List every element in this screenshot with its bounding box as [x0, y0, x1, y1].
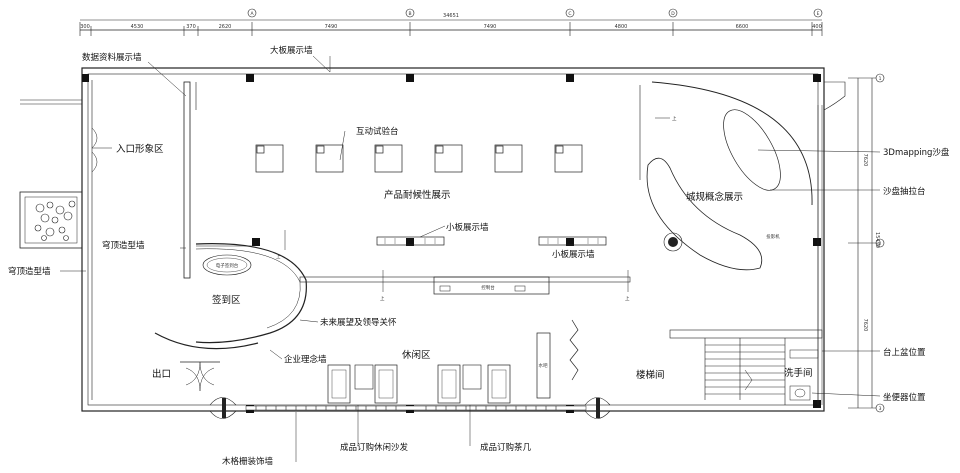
dim-total: 34651 [443, 13, 459, 19]
callout-corp-wall: 企业理念墙 [284, 354, 327, 365]
up-mark-2: 上 [380, 295, 385, 302]
up-marks: 上 上 上 上 [276, 115, 677, 302]
axis-a: A [250, 11, 254, 17]
small-display-boards [376, 236, 607, 246]
staircase [669, 329, 823, 405]
exit-door [180, 361, 220, 392]
callout-counter-basin: 台上盆位置 [883, 347, 926, 358]
dim-seg-4: 7490 [325, 24, 338, 30]
urban-planning-area: 投影机 [639, 81, 813, 271]
up-mark-1: 上 [276, 253, 281, 260]
callout-sandbox-drawer: 沙盘抽拉台 [883, 186, 926, 197]
planter-box [19, 191, 83, 249]
up-mark-4: 上 [672, 115, 677, 122]
zone-exit: 出口 [152, 368, 171, 380]
signin-desk-label: 电子签到台 [216, 262, 239, 269]
callout-future-wall: 未来展望及领导关怀 [320, 317, 397, 328]
zone-checkin: 签到区 [212, 294, 241, 306]
callout-sofa: 成品订购休闲沙发 [340, 442, 409, 453]
dim-seg-0: 300 [80, 24, 90, 30]
test-benches [255, 144, 583, 173]
callout-data-wall: 数据资料展示墙 [82, 52, 142, 63]
dim-seg-3: 2620 [219, 24, 232, 30]
callout-mapping-table: 3Dmapping沙盘 [883, 147, 950, 158]
callout-toilet: 坐便器位置 [883, 392, 926, 403]
dim-seg-1: 4530 [131, 24, 144, 30]
wood-grille-wall [245, 405, 587, 411]
axis-2: 2 [879, 241, 882, 247]
dim-seg-6: 4800 [615, 24, 628, 30]
dim-seg-2: 370 [186, 24, 196, 30]
up-mark-3: 上 [625, 295, 630, 302]
console-table: 控制台 [299, 276, 631, 295]
zone-stairs: 楼梯间 [636, 369, 665, 381]
callout-ceiling-wall-1: 穹顶造型墙 [102, 240, 145, 251]
axis-1: 1 [879, 76, 882, 82]
zone-entrance: 入口形象区 [116, 143, 164, 155]
bar-label: 水吧 [539, 362, 548, 369]
axis-d: D [671, 11, 675, 17]
water-bar: 水吧 [536, 319, 579, 399]
dim-seg-5: 7490 [484, 24, 497, 30]
axis-3: 3 [879, 406, 882, 412]
callout-wood-grille: 木格栅装饰墙 [222, 456, 274, 467]
zone-leisure: 休闲区 [402, 349, 431, 361]
callout-small-board-2: 小板展示墙 [552, 249, 595, 260]
callout-interactive-bench: 互动试验台 [356, 126, 399, 137]
axis-e: E [817, 11, 820, 17]
zone-urban-planning: 城规概念展示 [686, 191, 743, 203]
entrance-area-structure [91, 80, 197, 400]
dim-seg-8: 400 [812, 24, 822, 30]
dim-seg-7: 6600 [736, 24, 749, 30]
axis-b: B [408, 11, 411, 17]
callout-tea-table: 成品订购茶几 [480, 442, 532, 453]
bottom-doors [209, 397, 611, 419]
axis-c: C [568, 11, 571, 17]
zone-durability: 产品耐候性展示 [384, 189, 451, 201]
console-label: 控制台 [481, 284, 495, 291]
callout-leaders [60, 55, 881, 462]
callout-small-board-1: 小板展示墙 [446, 222, 489, 233]
right-dimension-chain: 7620 15490 7620 1 2 3 [848, 73, 885, 413]
rdim-2: 7620 [862, 319, 868, 332]
right-window-band [817, 81, 846, 405]
zone-washroom: 洗手间 [784, 367, 813, 379]
top-dimension-chain: 300 4530 370 2620 7490 7490 4800 6600 40… [79, 13, 823, 36]
top-grid-axes: A B C D E [247, 8, 823, 18]
leisure-furniture [327, 364, 511, 404]
rdim-0: 7620 [862, 154, 868, 167]
projector-label: 投影机 [766, 233, 780, 240]
callout-ceiling-wall-2: 穹顶造型墙 [8, 266, 51, 277]
checkin-area: 电子签到台 [154, 243, 307, 350]
callout-big-board: 大板展示墙 [270, 45, 313, 56]
